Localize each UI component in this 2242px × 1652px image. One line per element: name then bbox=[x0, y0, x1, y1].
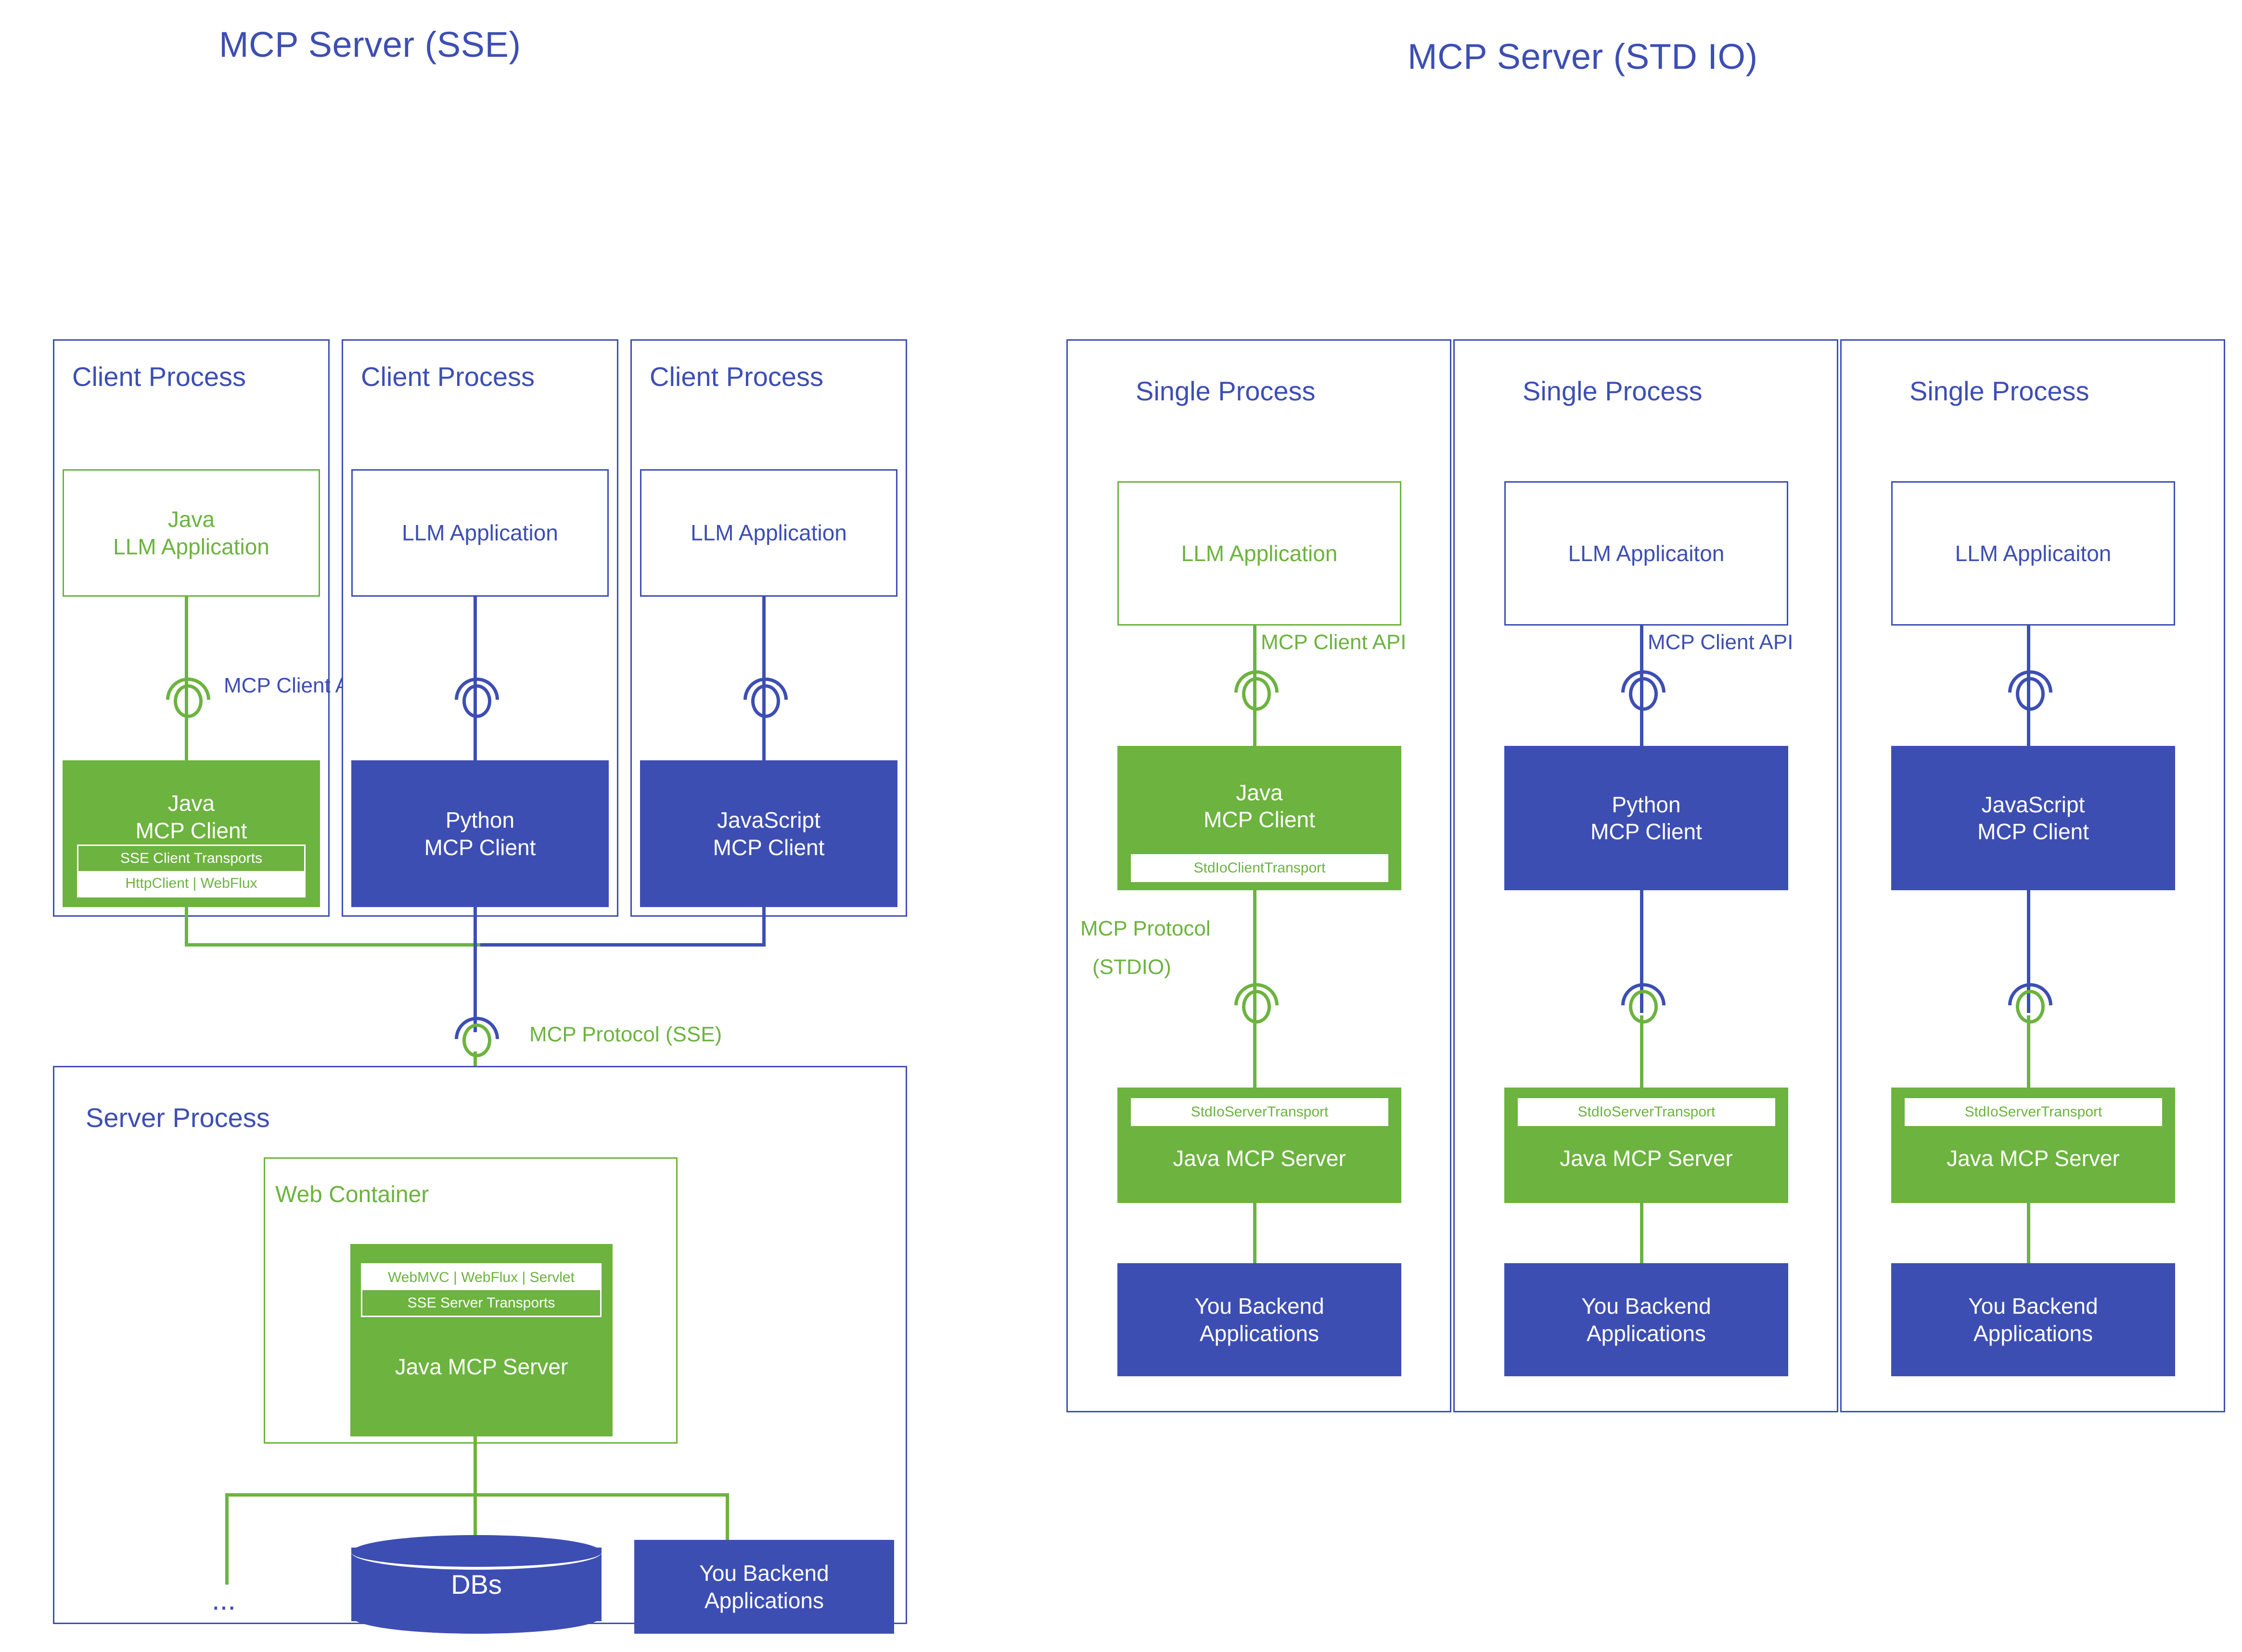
stdio-llm-application-label-3: LLM Applicaiton bbox=[1955, 540, 2112, 566]
llm-application-line1-3: LLM Application bbox=[691, 520, 847, 546]
stdio-backend-line1-3: You Backend bbox=[1968, 1293, 2098, 1319]
stdio-backend-line2-1: Applications bbox=[1199, 1320, 1320, 1346]
stdio-java-mcp-server-label-1: Java MCP Server bbox=[1173, 1146, 1346, 1171]
llm-application-line1-2: LLM Application bbox=[402, 520, 558, 546]
stdio-backend-line1-2: You Backend bbox=[1581, 1293, 1711, 1319]
stdio-mcp-client-api-label-1: MCP Client API bbox=[1261, 630, 1407, 654]
stdio-backend-line1-1: You Backend bbox=[1194, 1293, 1324, 1319]
page-title-sse: MCP Server (SSE) bbox=[219, 25, 521, 64]
stdio-mcp-client-line2-3: MCP Client bbox=[1977, 819, 2089, 844]
dbs-label: DBs bbox=[451, 1569, 502, 1600]
bus-blue-horizontal bbox=[480, 943, 766, 947]
single-process-2-title: Single Process bbox=[1523, 376, 1703, 406]
mcp-client-line1: Java bbox=[167, 791, 215, 816]
single-process-1-title: Single Process bbox=[1136, 376, 1316, 406]
bus-trunk-blue bbox=[474, 943, 477, 1032]
server-fanout-left-leg bbox=[225, 1493, 229, 1585]
sse-client-transports-detail: HttpClient | WebFlux bbox=[78, 871, 304, 896]
stdio-server-transport-2: StdIoServerTransport bbox=[1518, 1098, 1775, 1126]
sse-server-transports-header: SSE Server Transports bbox=[362, 1290, 600, 1316]
stdio-server-transport-3: StdIoServerTransport bbox=[1905, 1098, 2162, 1126]
sse-server-transports-detail: WebMVC | WebFlux | Servlet bbox=[362, 1265, 600, 1290]
connector-app-to-client-3 bbox=[762, 597, 766, 760]
stdio-protocol-label-line2-1: (STDIO) bbox=[1092, 955, 1171, 979]
stdio-llm-application-box-3: LLM Applicaiton bbox=[1891, 481, 2175, 626]
stdio-backend-box-1: You Backend Applications bbox=[1117, 1263, 1401, 1376]
sse-server-transports-group: WebMVC | WebFlux | Servlet SSE Server Tr… bbox=[361, 1263, 602, 1317]
stdio-server-backend-line-2 bbox=[1640, 1203, 1643, 1266]
server-fanout-stem bbox=[474, 1436, 477, 1497]
mcp-client-line2: MCP Client bbox=[135, 818, 247, 843]
stdio-backend-line2-3: Applications bbox=[1973, 1320, 2093, 1346]
stdio-backend-box-3: You Backend Applications bbox=[1891, 1263, 2175, 1376]
client-process-3-title: Client Process bbox=[650, 361, 824, 392]
stdio-java-mcp-server-label-2: Java MCP Server bbox=[1560, 1146, 1733, 1171]
llm-application-line2: LLM Application bbox=[113, 534, 269, 559]
stdio-mcp-client-line2-2: MCP Client bbox=[1590, 819, 1702, 844]
mcp-protocol-sse-label: MCP Protocol (SSE) bbox=[529, 1023, 722, 1046]
stdio-llm-application-box-2: LLM Applicaiton bbox=[1504, 481, 1788, 626]
single-process-3-title: Single Process bbox=[1909, 376, 2089, 406]
server-fanout-bar bbox=[225, 1493, 729, 1497]
stdio-server-backend-line-3 bbox=[2027, 1203, 2030, 1266]
stdio-mcp-client-line1-3: JavaScript bbox=[1981, 792, 2085, 817]
stdio-backend-box-2: You Backend Applications bbox=[1504, 1263, 1788, 1376]
backend-applications-box: You Backend Applications bbox=[634, 1540, 894, 1634]
server-process-title: Server Process bbox=[86, 1102, 270, 1133]
stdio-mcp-client-box-2: Python MCP Client bbox=[1504, 746, 1788, 890]
sse-client-transports-header: SSE Client Transports bbox=[78, 846, 304, 871]
server-fanout-db-leg bbox=[474, 1493, 477, 1541]
backend-line1: You Backend bbox=[699, 1561, 829, 1586]
page-title-stdio: MCP Server (STD IO) bbox=[1408, 37, 1758, 77]
stdio-mcp-client-line1-2: Python bbox=[1612, 792, 1681, 817]
connector-app-to-client-1 bbox=[185, 597, 188, 760]
stdio-protocol-label-line1-1: MCP Protocol bbox=[1080, 917, 1211, 940]
mcp-client-line1-3: JavaScript bbox=[717, 807, 820, 833]
stdio-protocol-line-blue-3 bbox=[2027, 890, 2030, 1013]
stdio-server-transport-1: StdIoServerTransport bbox=[1131, 1098, 1388, 1126]
sse-client-transports-group: SSE Client Transports HttpClient | WebFl… bbox=[77, 845, 306, 897]
llm-application-box-1: Java LLM Application bbox=[63, 469, 320, 597]
llm-application-box-2: LLM Application bbox=[351, 469, 609, 597]
stdio-java-mcp-server-label-3: Java MCP Server bbox=[1947, 1146, 2120, 1171]
bus-green-drop bbox=[185, 907, 188, 947]
client-process-1-title: Client Process bbox=[72, 361, 246, 392]
server-fanout-backend-leg bbox=[726, 1493, 729, 1541]
stdio-client-transport-1: StdIoClientTransport bbox=[1131, 854, 1388, 882]
ellipsis-label: ... bbox=[212, 1584, 236, 1616]
stdio-llm-application-label-2: LLM Applicaiton bbox=[1568, 540, 1725, 566]
mcp-client-line2-2: MCP Client bbox=[424, 834, 536, 860]
bus-blue-drop-3 bbox=[762, 907, 766, 947]
stdio-protocol-line-blue-2 bbox=[1640, 890, 1643, 1013]
bus-green-horizontal bbox=[185, 943, 483, 947]
dbs-cylinder: DBs bbox=[351, 1535, 602, 1634]
stdio-llm-application-box-1: LLM Application bbox=[1117, 481, 1401, 626]
connector-app-to-client-2 bbox=[474, 597, 477, 760]
mcp-client-box-3: JavaScript MCP Client bbox=[640, 760, 897, 907]
mcp-client-box-2: Python MCP Client bbox=[351, 760, 609, 907]
stdio-llm-application-label-1: LLM Application bbox=[1181, 540, 1338, 566]
stdio-backend-line2-2: Applications bbox=[1586, 1320, 1706, 1346]
backend-line2: Applications bbox=[704, 1588, 824, 1613]
stdio-server-backend-line-1 bbox=[1253, 1203, 1256, 1266]
mcp-client-line2-3: MCP Client bbox=[713, 834, 825, 860]
java-mcp-server-label: Java MCP Server bbox=[395, 1354, 568, 1379]
mcp-client-line1-2: Python bbox=[445, 807, 515, 833]
stdio-mcp-client-line1-1: Java bbox=[1236, 780, 1283, 805]
stdio-protocol-line-green-2 bbox=[1640, 1015, 1643, 1088]
bus-blue-drop-2 bbox=[474, 907, 477, 947]
llm-application-line1: Java bbox=[167, 507, 215, 532]
web-container-title: Web Container bbox=[275, 1182, 429, 1207]
stdio-protocol-line-green-3 bbox=[2027, 1015, 2030, 1088]
stdio-mcp-client-line2-1: MCP Client bbox=[1204, 807, 1315, 832]
llm-application-box-3: LLM Application bbox=[640, 469, 897, 597]
stdio-mcp-client-box-3: JavaScript MCP Client bbox=[1891, 746, 2175, 890]
stdio-protocol-line-1 bbox=[1253, 890, 1256, 1088]
client-process-2-title: Client Process bbox=[361, 361, 535, 392]
stdio-mcp-client-api-label-2: MCP Client API bbox=[1648, 630, 1794, 654]
